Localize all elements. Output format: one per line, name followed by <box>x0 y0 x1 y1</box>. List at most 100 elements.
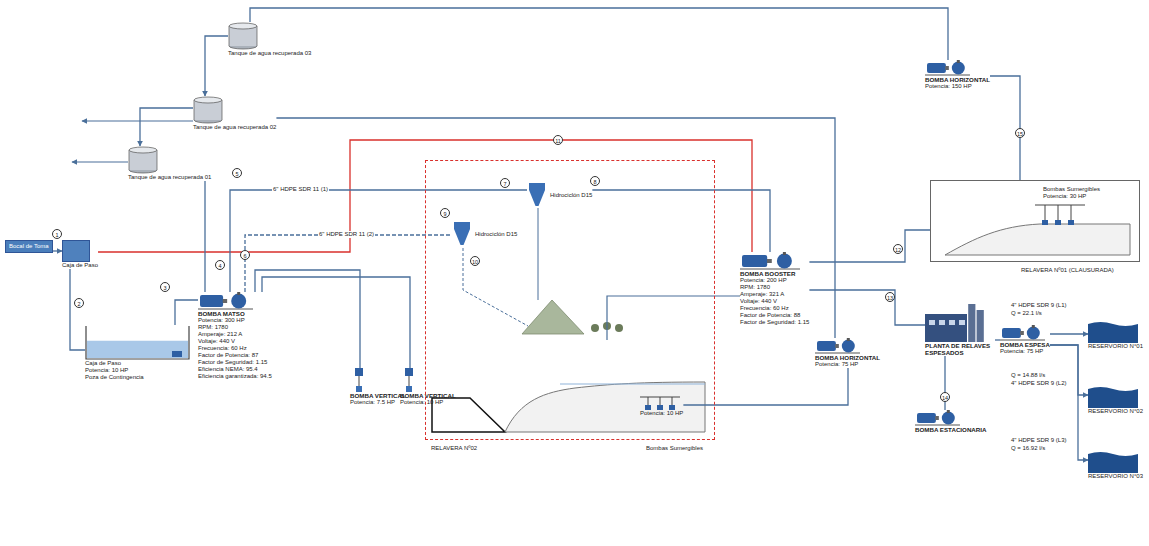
pump-icon-part <box>927 63 946 73</box>
callout-number: 14 <box>940 392 950 402</box>
vert-icon-part <box>409 376 410 387</box>
vert-symbol <box>400 368 418 392</box>
pump-icon-part <box>935 416 939 420</box>
callout-number: 7 <box>500 178 510 188</box>
cyc-node: Hidrociclón D15 <box>527 183 592 207</box>
tank-node: Tanque de agua recuperada 01 <box>128 146 211 181</box>
vert-icon-part <box>359 376 360 387</box>
callout-number: 6 <box>240 250 250 260</box>
node-text: Factor de Seguridad: 1.15 <box>740 319 809 326</box>
node-text: Factor de Potencia: 87 <box>198 352 272 359</box>
node-text: Poza de Contingencia <box>85 374 190 381</box>
cyc-icon-part <box>454 229 470 245</box>
node-text: Tanque de agua recuperada 03 <box>228 50 311 57</box>
pipe-connector <box>262 277 410 368</box>
callout-number: 13 <box>885 292 895 302</box>
subs-icon-part <box>657 405 663 410</box>
node-text: Caja de Paso <box>62 262 98 269</box>
res-icon-part <box>1088 452 1138 473</box>
node-text: Potencia: 10 HP <box>400 399 456 406</box>
node-text: Factor de Potencia: 88 <box>740 312 809 319</box>
plant-icon-part <box>977 310 984 342</box>
node-text: Caja de Paso <box>85 360 190 367</box>
pump-symbol <box>740 252 800 270</box>
node-text: Eficiencia garantizada: 94.5 <box>198 373 272 380</box>
box-node: Caja de Paso <box>62 240 98 269</box>
callout-number: 15 <box>1015 128 1025 138</box>
vert-icon-part <box>406 386 412 392</box>
pipe-label: 4" HDPE SDR 9 (L2) <box>1010 380 1067 387</box>
node-text: BOMBA ESPESA <box>1000 341 1050 348</box>
subs-icon-part <box>645 405 651 410</box>
callout-number: 1 <box>52 229 62 239</box>
cyc-icon-part <box>529 183 545 190</box>
pipe-connector <box>204 181 205 292</box>
callout-number: 3 <box>160 282 170 292</box>
tank-symbol <box>228 22 258 50</box>
equipment-icon <box>615 324 623 332</box>
node-text: RELAVERA Nº01 (CLAUSURADA) <box>1021 267 1114 274</box>
callout-number: 12 <box>893 244 903 254</box>
callout-number: 8 <box>590 176 600 186</box>
callout-number: 2 <box>74 298 84 308</box>
node-text: Potencia: 200 HP <box>740 277 809 284</box>
cont-icon-part <box>87 341 188 358</box>
pipe-connector <box>683 368 848 405</box>
node-text: Hidrociclón D15 <box>475 231 517 238</box>
pump-symbol <box>815 338 860 354</box>
pipe-connector <box>255 270 360 368</box>
node-text: Hidrociclón D15 <box>550 192 592 199</box>
pipe-label: Q = 14.88 l/s <box>1010 372 1046 379</box>
equipment-icon <box>591 324 599 332</box>
node-text: Bombas Sumergibles <box>1043 186 1100 193</box>
tank-icon-part <box>194 97 222 103</box>
pump-node: BOMBA HORIZONTALPotencia: 75 HP <box>815 338 880 368</box>
node-text: Frecuencia: 60 Hz <box>740 305 809 312</box>
pipe-connector <box>592 190 770 252</box>
pump-icon-part <box>1027 327 1040 340</box>
cyc-icon-part <box>454 222 470 229</box>
pump-icon-part <box>947 410 950 413</box>
pipe-line <box>607 296 740 340</box>
pump-icon-part <box>815 353 860 354</box>
subs-icon-part <box>669 405 675 410</box>
tailings-slope <box>505 382 705 432</box>
pump-drop <box>1035 205 1085 222</box>
tank-node: Tanque de agua recuperada 03 <box>228 22 311 57</box>
pipe-label: 6" HDPE SDR 11 (1) <box>272 186 329 193</box>
node-text: Potencia: 150 HP <box>925 83 990 90</box>
pipe-connector <box>809 230 930 262</box>
pump-body <box>1055 220 1061 225</box>
callout-number: 5 <box>232 168 242 178</box>
pump-body <box>1042 220 1048 225</box>
pump-icon-part <box>223 299 227 303</box>
node-text: Potencia: 7.5 HP <box>350 399 406 406</box>
pump-icon-part <box>777 254 792 269</box>
tank-symbol <box>128 146 158 174</box>
node-text: Voltaje: 440 V <box>198 338 272 345</box>
outflow-line <box>82 120 193 121</box>
node-text: RESERVORIO N°03 <box>1088 473 1143 480</box>
plant-symbol <box>925 300 985 342</box>
node-text: Voltaje: 440 V <box>740 298 809 305</box>
cyc-node: Hidrociclón D15 <box>452 222 517 246</box>
node-text: BOMBA MATSO <box>198 310 272 317</box>
node-text: RPM: 1780 <box>198 324 272 331</box>
pump-node: BOMBA ESTACIONARIA <box>915 410 987 433</box>
pump-node: BOMBA HORIZONTALPotencia: 150 HP <box>925 60 990 90</box>
res-node: RESERVORIO N°03 <box>1088 448 1143 480</box>
area-region: Bombas SumergiblesPotencia: 30 HPRELAVER… <box>930 180 1140 262</box>
pipe-connector <box>1050 345 1088 395</box>
underflow-line <box>463 248 528 326</box>
node-text: Tanque de agua recuperada 01 <box>128 174 211 181</box>
cyc-icon-part <box>529 190 545 206</box>
water-line <box>560 384 705 385</box>
tank-icon-part <box>129 147 157 153</box>
pump-icon-part <box>957 60 960 63</box>
node-text: Frecuencia: 60 Hz <box>198 345 272 352</box>
pump-icon-part <box>925 75 970 76</box>
cont-symbol <box>85 325 190 360</box>
submersible-pumps <box>1035 205 1085 225</box>
